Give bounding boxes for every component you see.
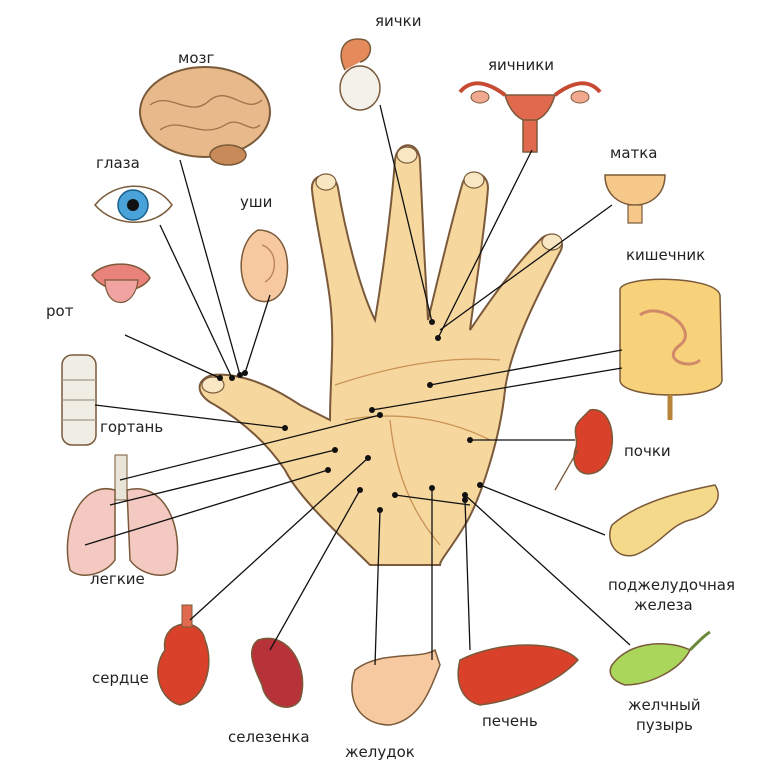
intestine-illustration: [619, 278, 723, 420]
label-ears: уши: [240, 193, 272, 211]
stomach-illustration: [351, 648, 441, 726]
label-eyes: глаза: [96, 154, 140, 172]
liver-illustration: [457, 644, 580, 706]
spleen-illustration: [250, 637, 304, 708]
label-intestine: кишечник: [626, 246, 705, 264]
label-kidneys: почки: [624, 442, 671, 460]
heart-illustration: [157, 604, 210, 706]
label-ovaries: яичники: [488, 56, 554, 74]
pancreas-illustration: [609, 484, 719, 557]
testicles-illustration: [339, 38, 381, 111]
label-mouth: рот: [46, 302, 74, 320]
label-gallbladder-1: желчный: [628, 696, 701, 714]
palm-illustration: [198, 144, 563, 566]
leader-lines: [84, 104, 631, 666]
organ-labels: мозг яички яичники матка глаза уши рот к…: [46, 12, 735, 761]
eye-illustration: [94, 185, 173, 223]
label-gallbladder-2: пузырь: [636, 716, 693, 734]
ovaries-illustration: [458, 81, 602, 153]
gallbladder-illustration: [609, 630, 711, 686]
label-pancreas-2: железа: [634, 596, 693, 614]
label-pancreas-1: поджелудочная: [608, 576, 735, 594]
kidney-illustration: [554, 409, 613, 491]
label-lungs: легкие: [90, 570, 145, 588]
lungs-illustration: [66, 454, 179, 576]
reflex-points: [217, 319, 483, 513]
brain-illustration: [139, 66, 271, 166]
label-uterus: матка: [610, 144, 658, 162]
uterus-illustration: [604, 174, 666, 224]
label-liver: печень: [482, 712, 538, 730]
mouth-illustration: [91, 263, 151, 304]
label-larynx: гортань: [100, 418, 163, 436]
label-spleen: селезенка: [228, 728, 310, 746]
ear-illustration: [240, 229, 289, 303]
label-testicles: яички: [375, 12, 421, 30]
label-heart: сердце: [92, 669, 149, 687]
label-stomach: желудок: [345, 743, 415, 761]
larynx-illustration: [61, 354, 97, 446]
label-brain: мозг: [178, 49, 214, 67]
